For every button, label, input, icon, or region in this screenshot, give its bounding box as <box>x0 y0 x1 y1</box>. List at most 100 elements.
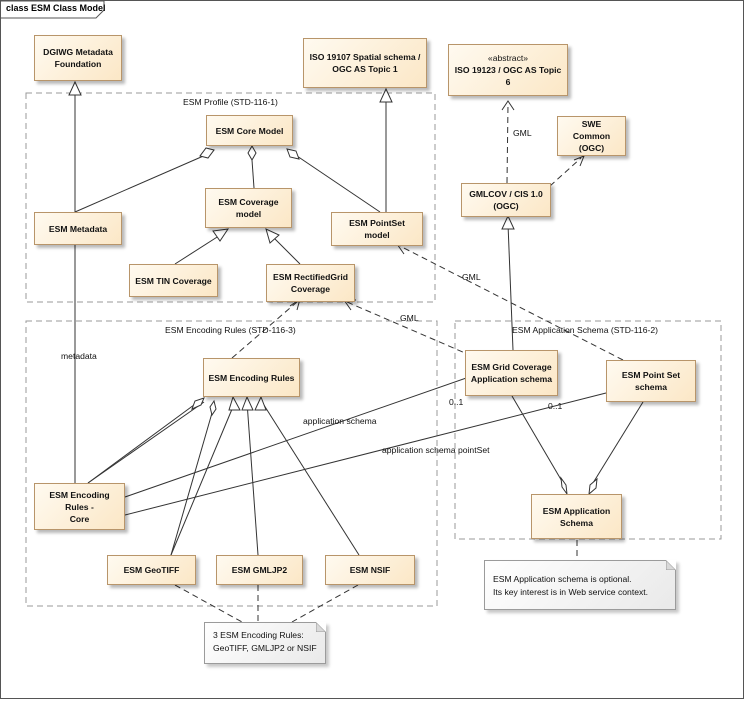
class-name-line1: ESM PointSet model <box>349 218 405 240</box>
connector-label-gml-top: GML <box>513 128 532 138</box>
agg-diamond-encoding-left <box>191 397 205 410</box>
connector-label-gml-rectified: GML <box>400 313 419 323</box>
agg-diamond-core-metadata <box>199 147 215 159</box>
note-encoding-rules: 3 ESM Encoding Rules: GeoTIFF, GMLJP2 or… <box>204 622 326 664</box>
note-line-1: ESM Application schema is optional. <box>493 574 632 584</box>
agg-grid-appschema <box>511 395 564 484</box>
class-dgiwg-metadata-foundation[interactable]: DGIWG Metadata Foundation <box>34 35 122 81</box>
class-name-line2: Coverage <box>290 284 331 294</box>
class-name-line2: Core <box>69 513 90 524</box>
class-esm-grid-coverage-app-schema[interactable]: ESM Grid Coverage Application schema <box>465 350 558 396</box>
class-name-line2: (OGC) <box>493 201 519 211</box>
class-name-line1: ESM Encoding Rules <box>208 372 295 383</box>
class-esm-tin-coverage[interactable]: ESM TIN Coverage <box>129 264 218 297</box>
agg-diamond-app-point <box>588 477 598 496</box>
class-name-line1: ESM Application <box>542 505 611 516</box>
gen-grid-to-gmlcov <box>507 223 514 351</box>
class-esm-point-set-schema[interactable]: ESM Point Set schema <box>606 360 696 402</box>
multiplicity-point: 0..1 <box>548 401 563 411</box>
class-name-line1: ESM GMLJP2 <box>231 565 288 575</box>
agg-geotiff-encoding <box>170 412 213 556</box>
agg-diamond-encoding-geotiff <box>209 399 217 417</box>
dep-arrow-swe <box>573 155 585 167</box>
agg-diamond-core-coverage <box>247 144 257 162</box>
gen-core-to-encoding <box>87 401 199 484</box>
class-name-line2: Schema <box>560 517 593 528</box>
dep-gmlcov-swe <box>549 157 582 187</box>
dep-note-nsif <box>291 584 359 623</box>
connector-label-gml-pointset: GML <box>462 272 481 282</box>
class-esm-gmljp2[interactable]: ESM GMLJP2 <box>216 555 303 585</box>
class-name-line1: ISO 19107 Spatial schema / <box>309 52 421 62</box>
assoc-app-schema-pointset <box>124 392 607 516</box>
class-name-line1: ESM RectifiedGrid <box>273 272 348 282</box>
note-fold-icon <box>316 622 326 632</box>
note-line-2: GeoTIFF, GMLJP2 or NSIF <box>213 643 317 653</box>
class-esm-core-model[interactable]: ESM Core Model <box>206 115 293 146</box>
class-esm-metadata[interactable]: ESM Metadata <box>34 212 122 245</box>
gen-arrow-encoding-2 <box>241 395 254 411</box>
gen-nsif-to-encoding <box>261 401 360 556</box>
class-name-line1: ESM Point Set <box>621 370 681 380</box>
gen-arrow-dgiwg <box>68 80 82 96</box>
class-esm-rectifiedgrid-coverage[interactable]: ESM RectifiedGrid Coverage <box>266 264 355 302</box>
class-swe-common[interactable]: SWE Common (OGC) <box>557 116 626 156</box>
class-name-line1: SWE Common <box>572 119 611 141</box>
agg-core-encoding-left <box>87 401 205 484</box>
gen-arrow-coverage-rect <box>265 228 280 244</box>
dep-note-geotiff <box>174 584 243 623</box>
class-stereotype: «abstract» <box>487 53 529 63</box>
connector-label-application-schema: application schema <box>303 416 377 426</box>
note-application-schema-optional: ESM Application schema is optional. Its … <box>484 560 676 610</box>
agg-coverage-core <box>251 159 255 189</box>
frame-title-tab <box>1 0 105 19</box>
class-name-line1: ESM Encoding Rules - <box>49 489 110 512</box>
class-name-line1: ESM Core Model <box>215 125 284 136</box>
dep-grid-rectified <box>346 301 473 357</box>
dep-gmlcov-iso19123 <box>506 103 509 184</box>
class-name-line1: ESM GeoTIFF <box>123 565 180 575</box>
package-label-profile: ESM Profile (STD-116-1) <box>183 97 278 107</box>
class-esm-pointset-model[interactable]: ESM PointSet model <box>331 212 423 246</box>
class-esm-geotiff[interactable]: ESM GeoTIFF <box>107 555 196 585</box>
agg-metadata-core <box>74 153 209 213</box>
class-esm-encoding-rules-core[interactable]: ESM Encoding Rules - Core <box>34 483 125 530</box>
dep-point-pointset <box>399 245 624 361</box>
class-gmlcov-cis[interactable]: GMLCOV / CIS 1.0 (OGC) <box>461 183 551 217</box>
package-label-encoding: ESM Encoding Rules (STD-116-3) <box>165 325 296 335</box>
class-name-line1: ESM Coverage <box>218 197 279 207</box>
multiplicity-grid: 0..1 <box>449 397 464 407</box>
gen-gmljp2-to-encoding <box>246 401 259 556</box>
note-fold-icon <box>666 560 676 570</box>
class-name-line2: model <box>235 209 262 219</box>
class-iso19107[interactable]: ISO 19107 Spatial schema / OGC AS Topic … <box>303 38 427 88</box>
class-name-line2: schema <box>634 382 667 392</box>
class-name-line2: Application schema <box>470 374 553 384</box>
class-name-line2: Foundation <box>54 59 102 69</box>
class-esm-nsif[interactable]: ESM NSIF <box>325 555 415 585</box>
class-esm-encoding-rules[interactable]: ESM Encoding Rules <box>203 358 300 397</box>
class-esm-application-schema[interactable]: ESM Application Schema <box>531 494 622 539</box>
package-encoding-boundary <box>25 320 438 607</box>
note-line-1: 3 ESM Encoding Rules: <box>213 630 304 640</box>
connector-label-application-schema-pointset: application schema pointSet <box>382 445 490 455</box>
agg-diamond-core-pointset <box>286 148 300 160</box>
gen-arrow-iso19107 <box>379 87 393 103</box>
class-iso19123[interactable]: «abstract» ISO 19123 / OGC AS Topic 6 <box>448 44 568 96</box>
gen-arrow-gmlcov <box>501 214 515 230</box>
assoc-app-schema <box>124 375 473 498</box>
agg-pointset-core <box>296 155 381 213</box>
gen-geotiff-to-encoding <box>170 401 236 556</box>
class-esm-coverage-model[interactable]: ESM Coverage model <box>205 188 292 228</box>
connector-label-metadata: metadata <box>61 351 97 361</box>
gen-arrow-coverage-tin <box>212 228 230 242</box>
class-name-line1: ESM Metadata <box>48 223 108 234</box>
diagram-title: class ESM Class Model <box>6 3 106 13</box>
package-label-application: ESM Application Schema (STD-116-2) <box>512 325 658 335</box>
package-profile-boundary <box>25 92 436 303</box>
class-name-line1: ISO 19123 / OGC AS Topic 6 <box>454 65 562 87</box>
class-name-line1: DGIWG Metadata <box>43 47 113 57</box>
gen-tin-to-coverage <box>174 231 226 265</box>
